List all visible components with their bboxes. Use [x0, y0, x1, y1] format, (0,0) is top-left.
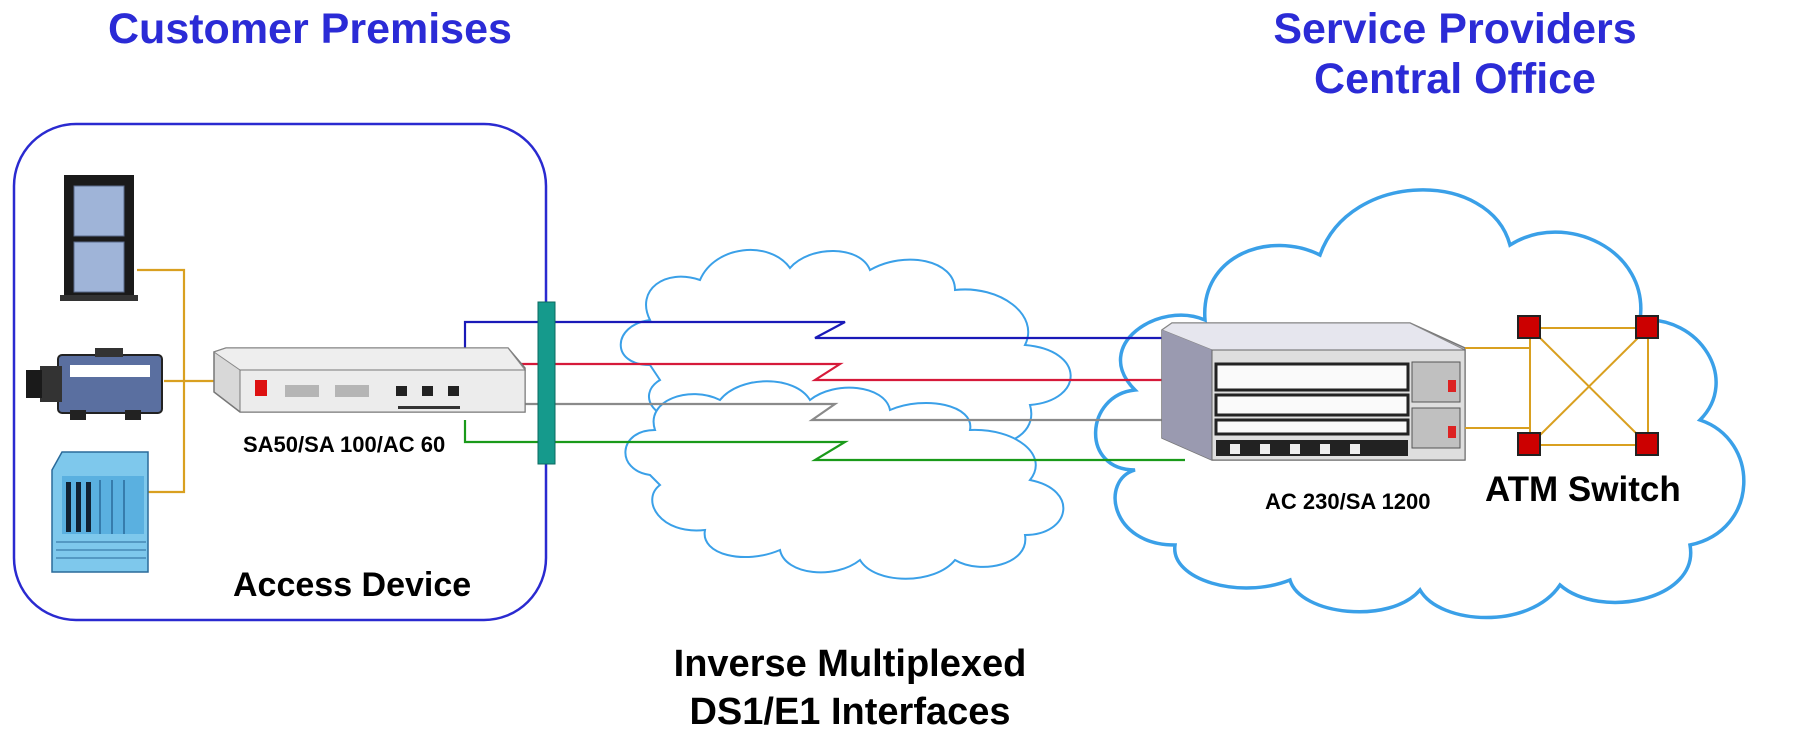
server-rack-icon	[60, 175, 138, 301]
link-green	[463, 420, 1185, 462]
service-providers-title: Service Providers Central Office	[1195, 4, 1715, 104]
access-device-icon	[212, 347, 527, 413]
video-camera-icon	[26, 348, 163, 420]
atm-node-icon	[1517, 315, 1659, 456]
network-cloud-lower	[624, 380, 1065, 580]
service-providers-line1: Service Providers	[1273, 5, 1637, 53]
access-device-label: Access Device	[233, 566, 472, 604]
atm-switch-label: ATM Switch	[1485, 470, 1681, 509]
interfaces-line1: Inverse Multiplexed	[673, 643, 1027, 685]
link-gray	[505, 402, 1163, 422]
lan-wiring	[137, 268, 214, 494]
service-providers-line2: Central Office	[1314, 55, 1596, 103]
ds1-e1-links	[463, 320, 1185, 462]
interfaces-label: Inverse Multiplexed DS1/E1 Interfaces	[560, 640, 1140, 736]
interfaces-line2: DS1/E1 Interfaces	[689, 691, 1011, 733]
central-device-model-label: AC 230/SA 1200	[1265, 489, 1431, 514]
central-office-chassis-icon	[1160, 322, 1466, 461]
customer-premises-title: Customer Premises	[108, 5, 512, 53]
access-device-model-label: SA50/SA 100/AC 60	[243, 432, 446, 457]
demarcation-bar	[537, 301, 556, 465]
atm-switch-mesh	[1465, 327, 1649, 446]
link-red	[505, 362, 1165, 382]
link-blue	[463, 320, 1170, 383]
router-chassis-icon	[51, 451, 149, 573]
